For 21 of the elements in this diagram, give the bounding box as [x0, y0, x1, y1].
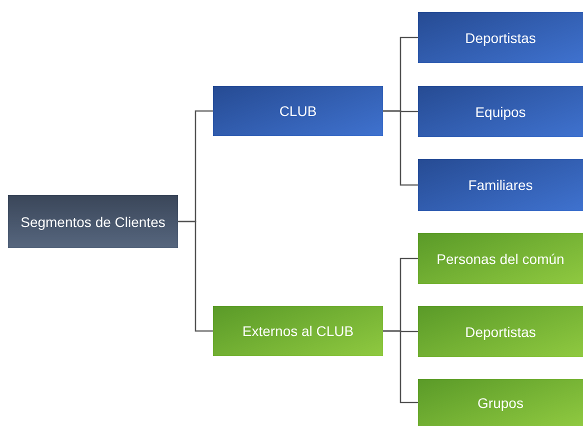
segment-box [418, 12, 583, 63]
segment-box [418, 233, 583, 284]
connector-line [383, 110, 418, 186]
segment-label: Externos al CLUB [242, 323, 354, 339]
segment-label: Familiares [468, 177, 533, 193]
segment-box [418, 306, 583, 357]
segment-box [8, 195, 178, 248]
segment-label: Deportistas [465, 30, 536, 46]
segment-box [213, 306, 383, 356]
segment-box [418, 379, 583, 426]
connector-line [178, 220, 213, 332]
segment-box [418, 159, 583, 211]
segment-label: Personas del común [436, 250, 564, 266]
segment-label: Grupos [478, 394, 524, 410]
segment-label: Equipos [475, 104, 526, 120]
segment-box [213, 86, 383, 136]
segment-box [418, 86, 583, 137]
segment-label: Deportistas [465, 324, 536, 340]
connector-line [383, 330, 418, 404]
segment-label: Segmentos de Clientes [20, 214, 166, 230]
segment-label: CLUB [279, 103, 317, 119]
